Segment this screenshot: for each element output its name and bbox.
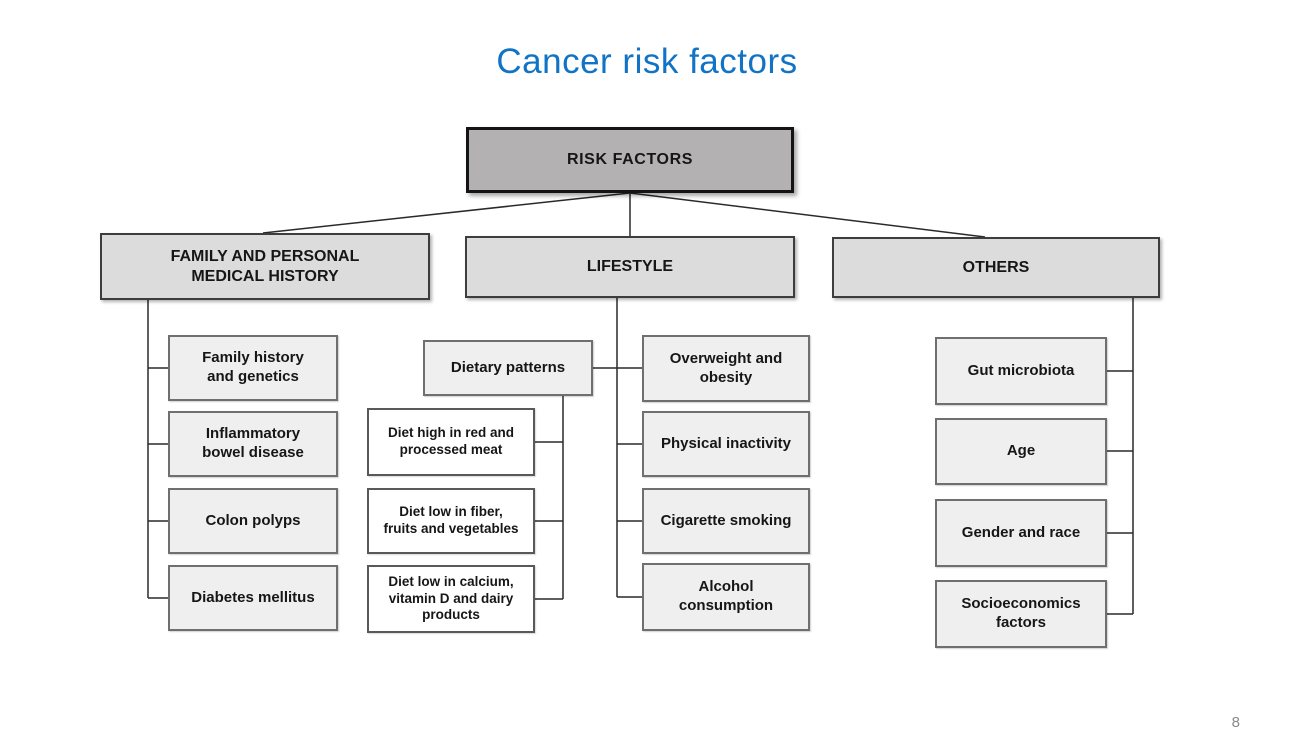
- node-diet-low-fiber: Diet low in fiber, fruits and vegetables: [367, 488, 535, 554]
- node-diabetes-mellitus: Diabetes mellitus: [168, 565, 338, 631]
- slide-title: Cancer risk factors: [496, 42, 798, 81]
- node-others: OTHERS: [832, 237, 1160, 298]
- node-age: Age: [935, 418, 1107, 485]
- node-overweight-obesity: Overweight and obesity: [642, 335, 810, 402]
- page-number: 8: [1231, 714, 1240, 731]
- node-family-history-genetics: Family history and genetics: [168, 335, 338, 401]
- node-gender-race: Gender and race: [935, 499, 1107, 567]
- node-alcohol-consumption: Alcohol consumption: [642, 563, 810, 631]
- node-diet-low-calcium: Diet low in calcium, vitamin D and dairy…: [367, 565, 535, 633]
- node-dietary-patterns: Dietary patterns: [423, 340, 593, 396]
- node-colon-polyps: Colon polyps: [168, 488, 338, 554]
- node-lifestyle: LIFESTYLE: [465, 236, 795, 298]
- node-socioeconomics-factors: Socioeconomics factors: [935, 580, 1107, 648]
- node-diet-red-processed-meat: Diet high in red and processed meat: [367, 408, 535, 476]
- node-cigarette-smoking: Cigarette smoking: [642, 488, 810, 554]
- node-physical-inactivity: Physical inactivity: [642, 411, 810, 477]
- node-risk-factors: RISK FACTORS: [466, 127, 794, 193]
- node-family-medical-history: FAMILY AND PERSONAL MEDICAL HISTORY: [100, 233, 430, 300]
- node-gut-microbiota: Gut microbiota: [935, 337, 1107, 405]
- node-inflammatory-bowel-disease: Inflammatory bowel disease: [168, 411, 338, 477]
